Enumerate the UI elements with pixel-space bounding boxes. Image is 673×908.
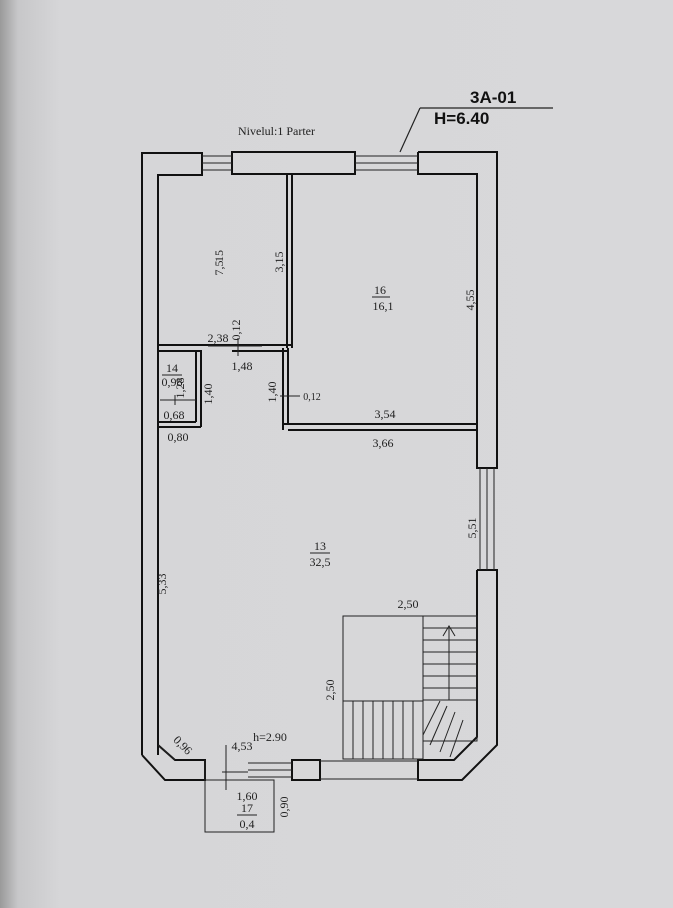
sheet-code: 3A-01 bbox=[470, 88, 516, 107]
room-13-label: 13 32,5 bbox=[310, 539, 331, 569]
interior-walls bbox=[158, 175, 477, 431]
svg-text:0,4: 0,4 bbox=[240, 817, 255, 831]
svg-text:16: 16 bbox=[374, 283, 386, 297]
staircase bbox=[342, 615, 478, 760]
dim-2-50-left: 2,50 bbox=[323, 680, 337, 701]
level-marker bbox=[399, 107, 553, 153]
room-14-label: 14 0,98 bbox=[162, 361, 183, 389]
dim-0-68: 0,68 bbox=[164, 408, 185, 422]
room-16-label: 16 16,1 bbox=[372, 283, 394, 313]
svg-text:17: 17 bbox=[241, 801, 253, 815]
dim-1-40-left: 1,40 bbox=[201, 384, 215, 405]
dim-3-54: 3,54 bbox=[375, 407, 396, 421]
dim-4-53: 4,53 bbox=[232, 739, 253, 753]
room-17-label: 17 0,4 bbox=[237, 801, 257, 831]
svg-text:13: 13 bbox=[314, 539, 326, 553]
dim-3-15: 3,15 bbox=[272, 252, 286, 273]
dim-1-28: 1,28 bbox=[173, 378, 187, 399]
dim-0-90: 0,90 bbox=[277, 797, 291, 818]
ceiling-height: h=2.90 bbox=[253, 730, 287, 744]
dim-0-96: 0,96 bbox=[170, 733, 195, 758]
dim-2-50-top: 2,50 bbox=[398, 597, 419, 611]
svg-text:16,1: 16,1 bbox=[373, 299, 394, 313]
dim-5-51: 5,51 bbox=[465, 518, 479, 539]
exterior-walls bbox=[141, 151, 498, 781]
dim-0-80: 0,80 bbox=[168, 430, 189, 444]
room-15-label: 15 7,5 bbox=[212, 250, 226, 276]
dim-0-12-top: 0,12 bbox=[229, 320, 243, 341]
dim-1-48: 1,48 bbox=[232, 359, 253, 373]
dim-1-40-right: 1,40 bbox=[265, 382, 279, 403]
svg-text:14: 14 bbox=[166, 361, 178, 375]
dim-4-55: 4,55 bbox=[463, 290, 477, 311]
dim-3-66: 3,66 bbox=[373, 436, 394, 450]
dim-1-60: 1,60 bbox=[237, 789, 258, 803]
entry-step bbox=[204, 745, 275, 833]
dim-5-33: 5,33 bbox=[155, 574, 169, 595]
windows bbox=[202, 155, 495, 778]
level-label: Nivelul:1 Parter bbox=[238, 124, 315, 138]
svg-text:32,5: 32,5 bbox=[310, 555, 331, 569]
dim-0-12-mid: 0,12 bbox=[303, 392, 321, 403]
sheet-height: H=6.40 bbox=[434, 109, 489, 128]
dimension-ticks bbox=[208, 338, 300, 397]
svg-text:7,5: 7,5 bbox=[212, 261, 226, 276]
dim-2-38: 2,38 bbox=[208, 331, 229, 345]
svg-text:15: 15 bbox=[212, 250, 226, 262]
svg-text:0,98: 0,98 bbox=[162, 375, 183, 389]
